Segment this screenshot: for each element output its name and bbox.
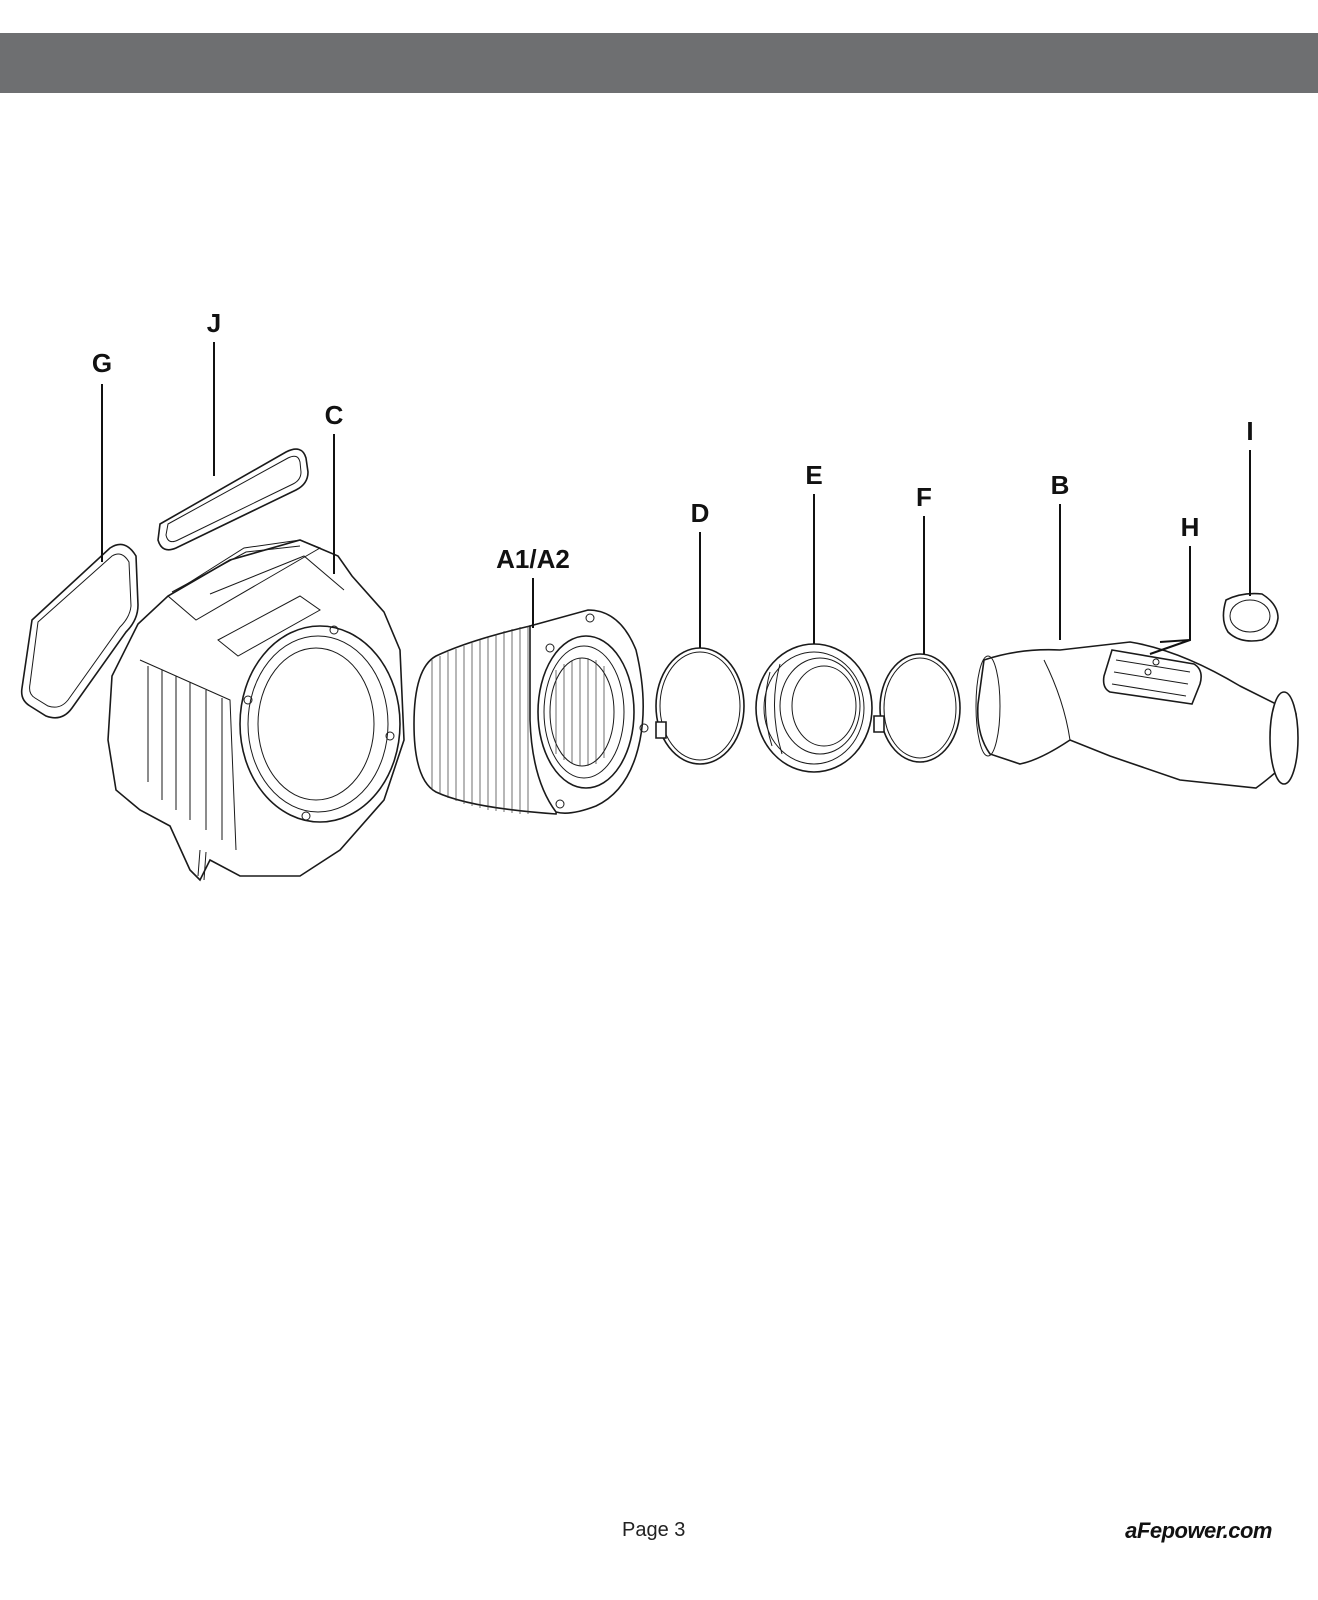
part-j-lid-seal — [157, 448, 309, 551]
callout-j: J — [207, 308, 221, 338]
header-bar — [0, 33, 1318, 93]
part-a-filter — [413, 609, 649, 815]
callout-g: G — [92, 348, 112, 378]
part-d-clamp — [655, 647, 745, 765]
part-f-clamp — [873, 653, 961, 763]
part-c-airbox — [107, 539, 405, 882]
website-link[interactable]: aFepower.com — [1125, 1518, 1272, 1543]
filter-pleats — [431, 626, 529, 814]
callout-b: B — [1051, 470, 1070, 500]
part-i-cap — [1222, 592, 1279, 642]
part-b-tube — [975, 641, 1299, 789]
callout-c: C — [325, 400, 344, 430]
part-g-gasket — [20, 543, 139, 719]
callout-d: D — [691, 498, 710, 528]
callout-i: I — [1246, 416, 1253, 446]
callout-h: H — [1181, 512, 1200, 542]
callout-f: F — [916, 482, 932, 512]
callout-a1-a2: A1/A2 — [496, 544, 570, 574]
leader-lines — [101, 342, 1251, 655]
callout-e: E — [805, 460, 822, 490]
page-number: Page 3 — [622, 1519, 686, 1541]
part-e-coupler — [755, 643, 873, 773]
part-h-screws — [1144, 658, 1160, 676]
